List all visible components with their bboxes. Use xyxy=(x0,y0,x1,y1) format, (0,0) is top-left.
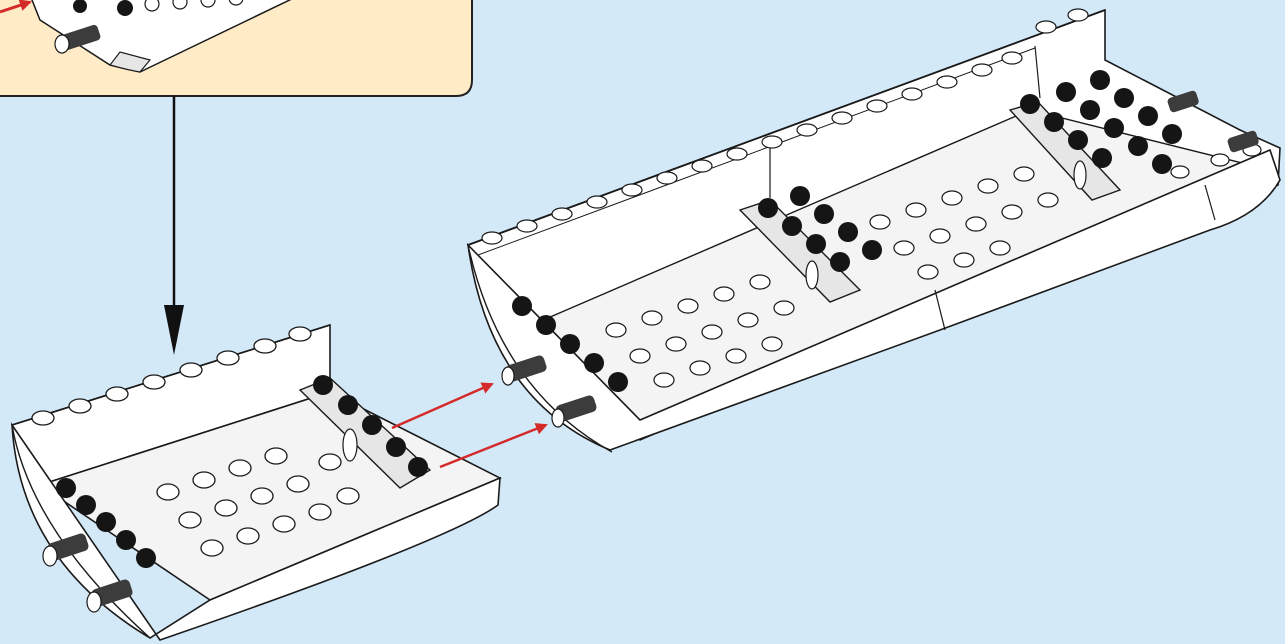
main-brick-assembly-icon xyxy=(466,8,1281,453)
callout-brick-assembly-icon xyxy=(0,0,292,73)
callout-box xyxy=(0,0,473,97)
callout-pin-icon xyxy=(54,24,101,54)
callout-red-arrow-icon xyxy=(0,0,32,14)
down-arrow-icon xyxy=(164,96,184,355)
sub-assembly-brick-icon xyxy=(10,323,502,641)
main-pin-icon xyxy=(501,90,1259,428)
red-direction-arrow-icon xyxy=(391,382,548,469)
sub-assembly-pin-icon xyxy=(42,533,133,613)
